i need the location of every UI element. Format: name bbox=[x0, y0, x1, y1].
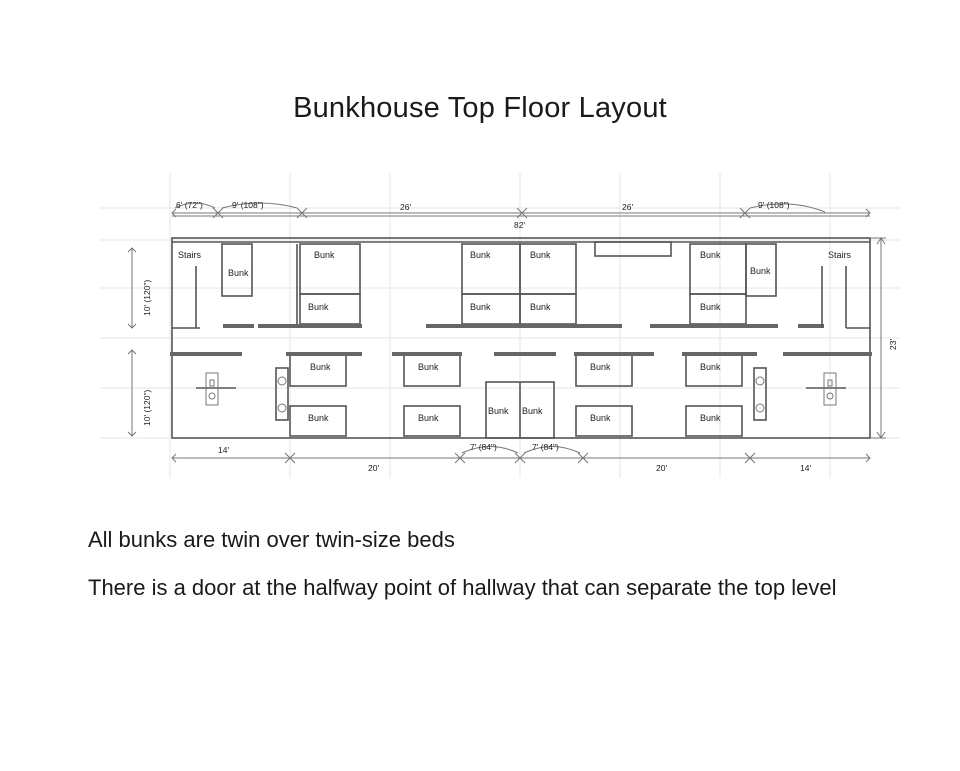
dim-left-lower: 10' (120") bbox=[142, 390, 152, 426]
bottom-dimensions: 14' 20' 7' (84") 7' (84") 20' 14' bbox=[171, 442, 871, 473]
dim-right-height: 23' bbox=[888, 339, 898, 350]
dim-bottom-20ft-left: 20' bbox=[368, 463, 379, 473]
top-dimensions: 6' (72") 9' (108") 26' 82' 26' 9' (108") bbox=[171, 200, 871, 230]
dim-top-82: 82' bbox=[514, 220, 525, 230]
left-stairs: Stairs bbox=[172, 250, 202, 329]
lockers bbox=[275, 367, 767, 421]
bunk-label: Bunk bbox=[590, 362, 611, 372]
right-dimensions: 23' bbox=[871, 237, 898, 439]
lower-bunks: Bunk Bunk Bunk Bunk Bunk Bunk Bunk Bunk … bbox=[286, 352, 757, 439]
left-dimensions: 10' (120") 10' (120") bbox=[127, 247, 152, 437]
dim-bottom-7ft-left: 7' (84") bbox=[470, 442, 497, 452]
bunk-label: Bunk bbox=[228, 268, 249, 278]
dim-bottom-14ft-left: 14' bbox=[218, 445, 229, 455]
dim-top-26ft-left: 26' bbox=[400, 202, 411, 212]
bunk-label: Bunk bbox=[418, 362, 439, 372]
bunk-label: Bunk bbox=[470, 250, 491, 260]
bunk-label: Bunk bbox=[522, 406, 543, 416]
bunk-label: Bunk bbox=[310, 362, 331, 372]
dim-top-26ft-right: 26' bbox=[622, 202, 633, 212]
dim-top-9ft-right: 9' (108") bbox=[758, 200, 790, 210]
bunk-label: Bunk bbox=[590, 413, 611, 423]
bunk-label: Bunk bbox=[530, 250, 551, 260]
dim-bottom-20ft-right: 20' bbox=[656, 463, 667, 473]
stairs-left-label: Stairs bbox=[178, 250, 202, 260]
bathroom-left bbox=[196, 372, 236, 406]
stairs-right-label: Stairs bbox=[828, 250, 852, 260]
floor-plan-diagram: 6' (72") 9' (108") 26' 82' 26' 9' (108")… bbox=[100, 173, 900, 478]
note-door: There is a door at the halfway point of … bbox=[88, 575, 837, 600]
bunk-label: Bunk bbox=[314, 250, 335, 260]
upper-bunks: Bunk Bunk Bunk Bunk Bunk Bunk Bunk Bunk … bbox=[221, 241, 824, 328]
bunk-label: Bunk bbox=[308, 413, 329, 423]
bunk-label: Bunk bbox=[418, 413, 439, 423]
page-title: Bunkhouse Top Floor Layout bbox=[293, 92, 667, 124]
dim-left-upper: 10' (120") bbox=[142, 280, 152, 316]
bunk-label: Bunk bbox=[530, 302, 551, 312]
dim-top-9ft-left: 9' (108") bbox=[232, 200, 264, 210]
dim-bottom-14ft-right: 14' bbox=[800, 463, 811, 473]
dim-top-6ft: 6' (72") bbox=[176, 200, 203, 210]
bunk-label: Bunk bbox=[700, 413, 721, 423]
bunk-label: Bunk bbox=[700, 302, 721, 312]
bunk-label: Bunk bbox=[308, 302, 329, 312]
bunk-label: Bunk bbox=[700, 362, 721, 372]
bunk-label: Bunk bbox=[470, 302, 491, 312]
right-stairs: Stairs bbox=[828, 250, 870, 329]
note-bunks: All bunks are twin over twin-size beds bbox=[88, 527, 455, 552]
dim-bottom-7ft-right: 7' (84") bbox=[532, 442, 559, 452]
bunk-label: Bunk bbox=[750, 266, 771, 276]
bunk-label: Bunk bbox=[488, 406, 509, 416]
bathroom-right bbox=[806, 372, 846, 406]
bunk-label: Bunk bbox=[700, 250, 721, 260]
